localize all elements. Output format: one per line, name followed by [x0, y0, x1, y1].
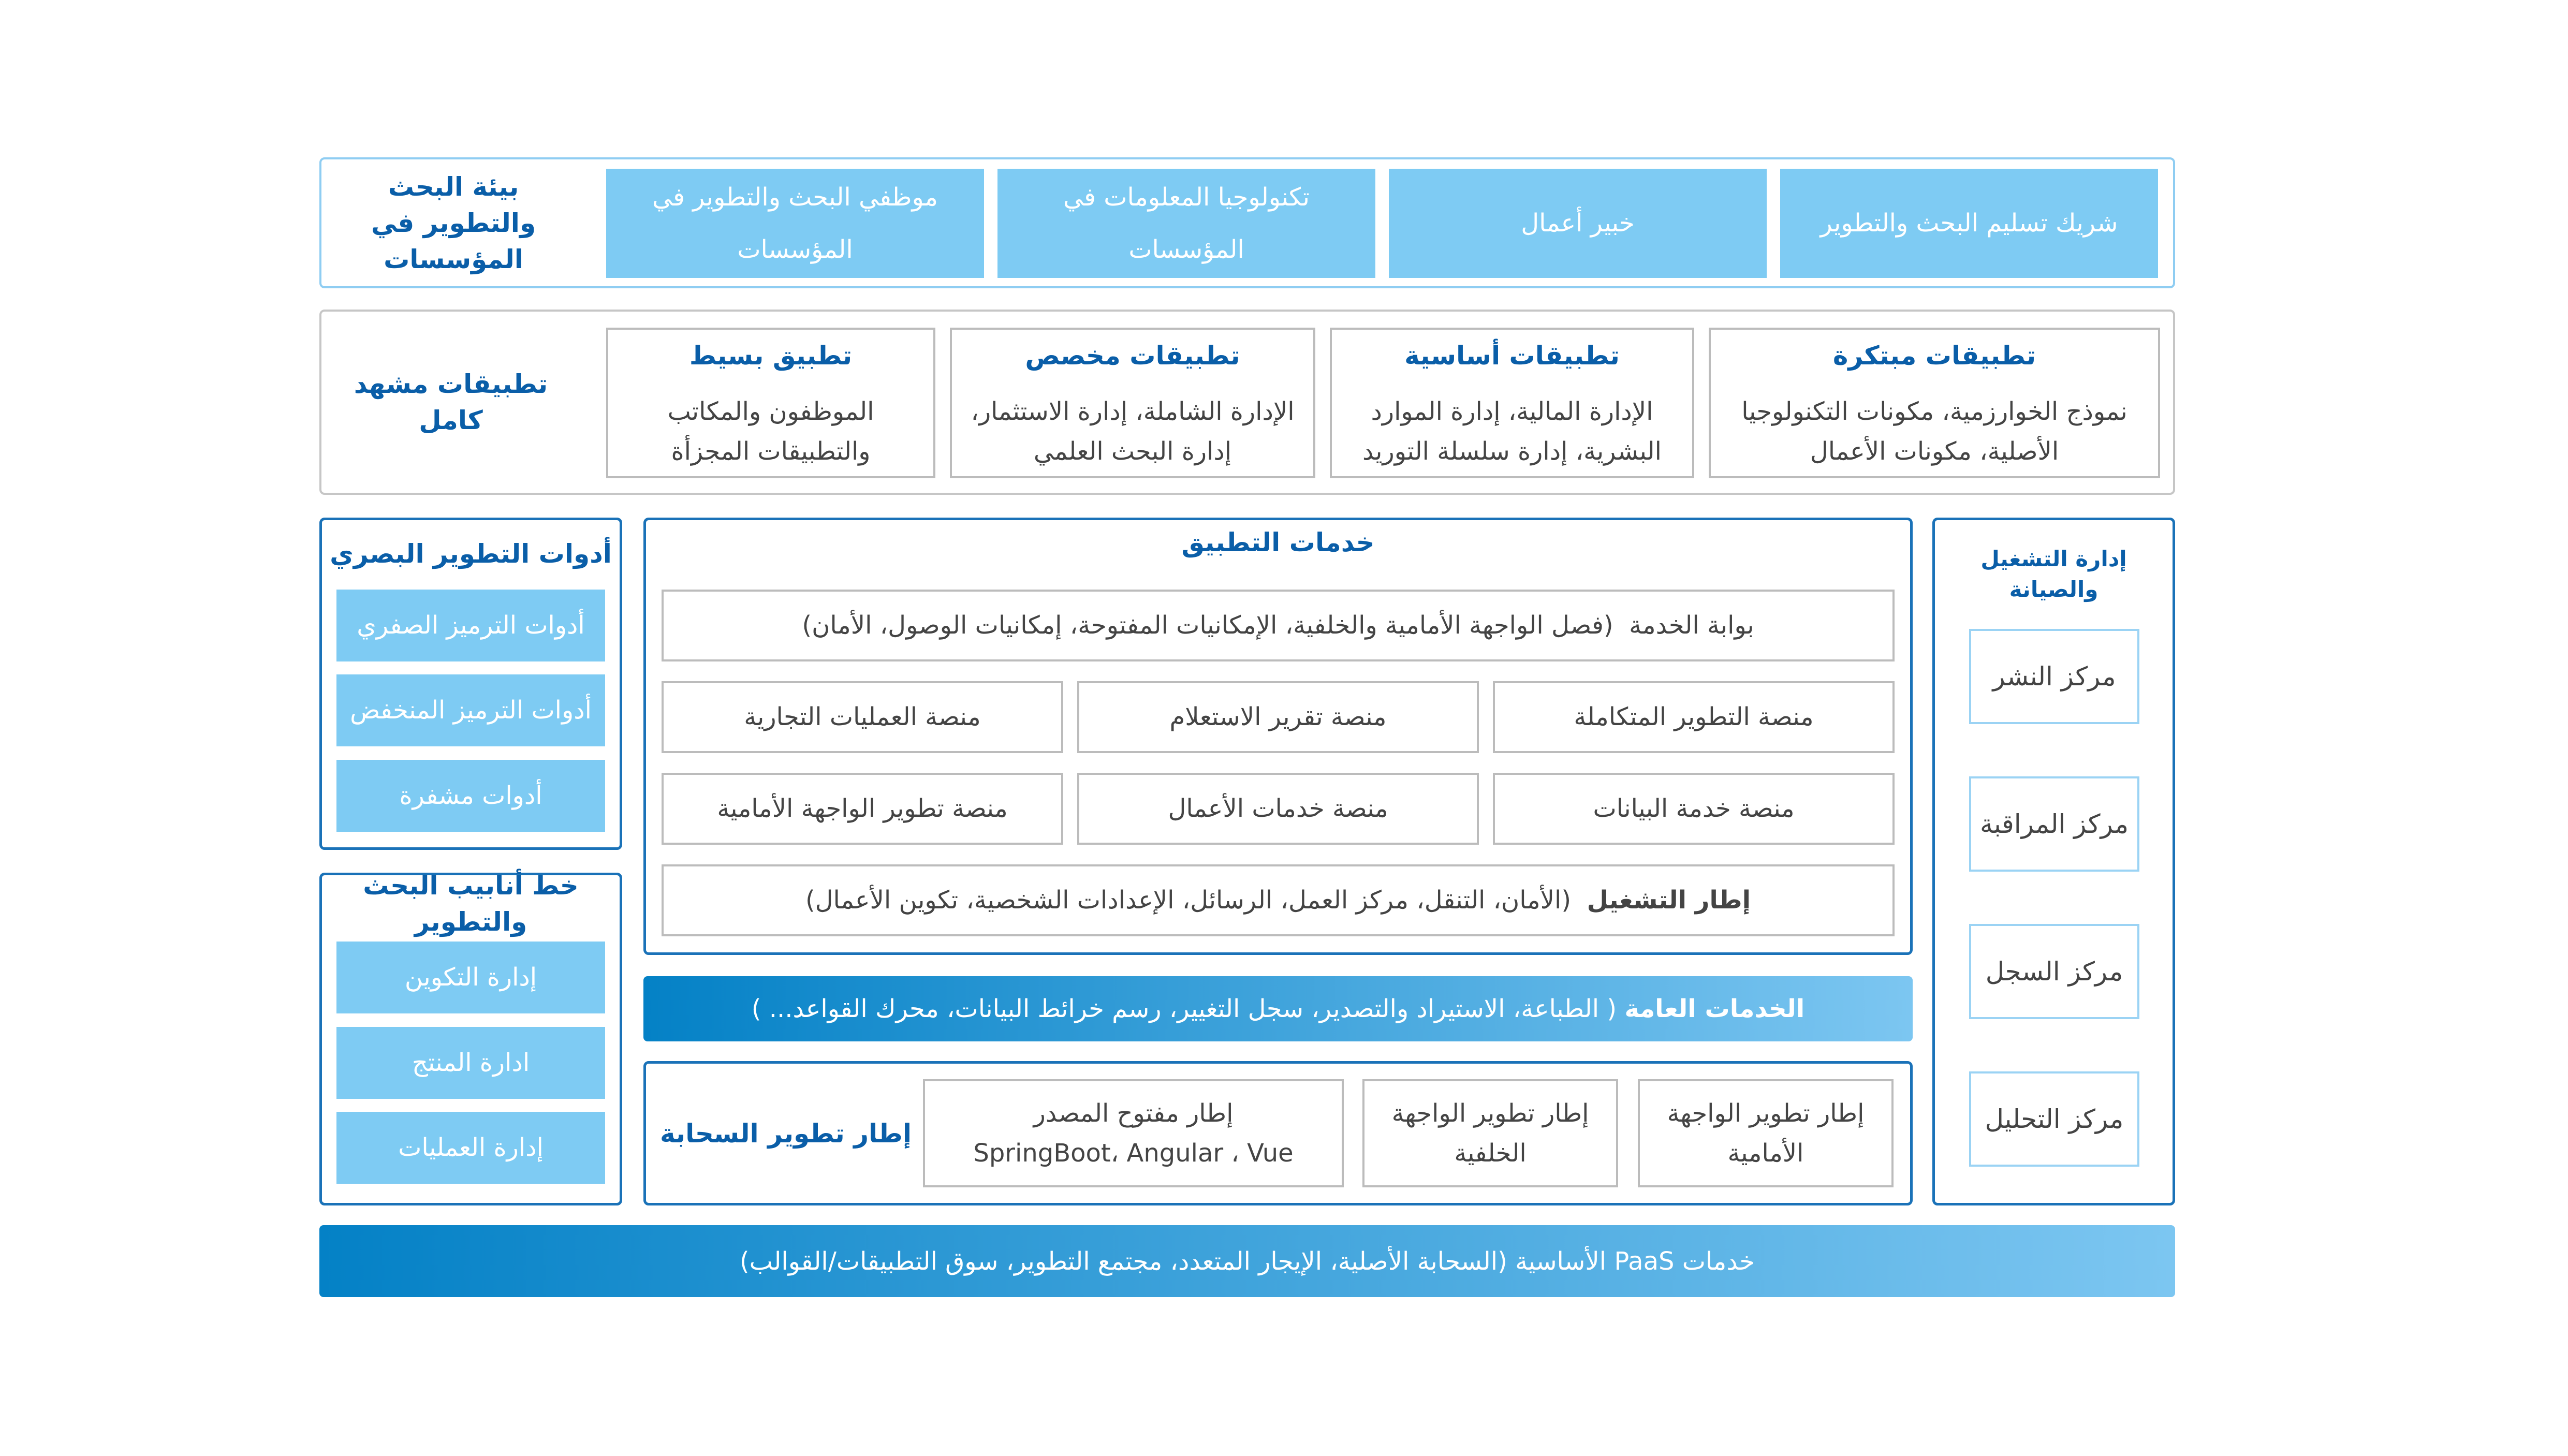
app-card-title: تطبيق بسيط — [689, 340, 853, 371]
enterprise-it-item: تكنولوجيا المعلومات في المؤسسات — [997, 169, 1375, 278]
rd-pipeline-panel: خط أنابيب البحث والتطوير إدارة التكوين ا… — [319, 871, 622, 1205]
deployment-center: مركز النشر — [1969, 629, 2139, 724]
app-services-panel: خدمات التطبيق بوابة الخدمة (فصل الواجهة … — [643, 518, 1913, 955]
rd-environment-panel: بيئة البحث والتطوير في المؤسسات موظفي ال… — [319, 157, 2175, 288]
runtime-name: إطار التشغيل — [1587, 886, 1751, 915]
line2: الخلفية — [1454, 1138, 1527, 1168]
cloud-framework-title: إطار تطوير السحابة — [660, 1118, 912, 1149]
app-card-innovative: تطبيقات مبتكرة نموذج الخوارزمية، مكونات ا… — [1709, 328, 2160, 478]
line1: إطار تطوير الواجهة — [1667, 1098, 1865, 1128]
app-card-desc: الإدارة الشاملة، إدارة الاستثمار، إدارة … — [971, 396, 1295, 466]
frontend-framework: إطار تطوير الواجهة الأمامية — [1638, 1079, 1894, 1187]
rd-pipeline-title: خط أنابيب البحث والتطوير — [363, 871, 579, 937]
full-scenario-apps-panel: تطبيقات مشهد كامل تطبيق بسيط الموظفون وال… — [319, 310, 2175, 495]
app-card-simple: تطبيق بسيط الموظفون والمكاتب والتطبيقات ا… — [606, 328, 935, 478]
common-services-bar: الخدمات العامة ( الطباعة، الاستيراد والت… — [643, 976, 1913, 1041]
paas-services-bar: خدمات PaaS الأساسية (السحابة الأصلية، ال… — [319, 1225, 2175, 1297]
rd-staff-item: موظفي البحث والتطوير في المؤسسات — [606, 169, 984, 278]
zero-code-tools: أدوات الترميز الصفري — [336, 590, 605, 661]
common-services-desc: ( الطباعة، الاستيراد والتصدير، سجل التغي… — [751, 994, 1617, 1023]
open-source-framework: إطار مفتوح المصدر SpringBoot، Angular ، V… — [923, 1079, 1344, 1187]
platform-business-service: منصة خدمات الأعمال — [1077, 773, 1479, 845]
line2: SpringBoot، Angular ، Vue — [973, 1138, 1294, 1168]
backend-framework: إطار تطوير الواجهة الخلفية — [1362, 1079, 1618, 1187]
visual-tools-title: أدوات التطوير البصري — [330, 539, 612, 569]
app-card-custom: تطبيقات مخصص الإدارة الشاملة، إدارة الاست… — [950, 328, 1315, 478]
rd-delivery-partner-item: شريك تسليم البحث والتطوير — [1780, 169, 2158, 278]
gateway-name: بوابة الخدمة — [1629, 611, 1754, 640]
operations-management: إدارة العمليات — [336, 1112, 605, 1184]
app-card-title: تطبيقات مبتكرة — [1832, 340, 2036, 371]
runtime-desc: (الأمان، التنقل، مركز العمل، الرسائل، ال… — [805, 886, 1572, 915]
product-management: ادارة المنتج — [336, 1027, 605, 1099]
visual-tools-panel: أدوات التطوير البصري أدوات الترميز الصفر… — [319, 518, 622, 850]
app-card-desc: الموظفون والمكاتب والتطبيقات المجزأة — [667, 396, 874, 466]
app-card-desc: نموذج الخوارزمية، مكونات التكنولوجيا الأ… — [1741, 396, 2127, 466]
platform-integrated-dev: منصة التطوير المتكاملة — [1493, 681, 1895, 753]
log-center: مركز السجل — [1969, 924, 2139, 1019]
ops-management-panel: إدارة التشغيل والصيانة مركز النشر مركز ا… — [1932, 518, 2175, 1205]
service-gateway: بوابة الخدمة (فصل الواجهة الأمامية والخل… — [662, 590, 1895, 661]
line1: إطار مفتوح المصدر — [1033, 1098, 1234, 1128]
config-management: إدارة التكوين — [336, 942, 605, 1013]
ops-management-title: إدارة التشغيل والصيانة — [1980, 546, 2127, 602]
analysis-center: مركز التحليل — [1969, 1071, 2139, 1167]
line1: إطار تطوير الواجهة — [1391, 1098, 1589, 1128]
cloud-framework-panel: إطار تطوير السحابة إطار تطوير الواجهة الأ… — [643, 1061, 1913, 1205]
app-card-title: تطبيقات أساسية — [1404, 340, 1620, 371]
line2: الأمامية — [1727, 1138, 1804, 1168]
platform-query-report: منصة تقرير الاستعلام — [1077, 681, 1479, 753]
full-scenario-apps-title: تطبيقات مشهد كامل — [354, 369, 548, 435]
coded-tools: أدوات مشفرة — [336, 760, 605, 832]
monitoring-center: مركز المراقبة — [1969, 776, 2139, 872]
business-expert-item: خبير أعمال — [1389, 169, 1767, 278]
platform-frontend-dev: منصة تطوير الواجهة الأمامية — [662, 773, 1063, 845]
runtime-framework: إطار التشغيل (الأمان، التنقل، مركز العمل… — [662, 864, 1895, 936]
common-services-name: الخدمات العامة — [1624, 994, 1805, 1023]
gateway-desc: (فصل الواجهة الأمامية والخلفية، الإمكاني… — [802, 611, 1613, 640]
app-card-title: تطبيقات مخصص — [1025, 340, 1240, 371]
app-card-core: تطبيقات أساسية الإدارة المالية، إدارة الم… — [1330, 328, 1694, 478]
app-services-title: خدمات التطبيق — [1181, 527, 1375, 557]
platform-business-ops: منصة العمليات التجارية — [662, 681, 1063, 753]
low-code-tools: أدوات الترميز المنخفض — [336, 674, 605, 746]
platform-data-service: منصة خدمة البيانات — [1493, 773, 1895, 845]
app-card-desc: الإدارة المالية، إدارة الموارد البشرية، … — [1362, 396, 1662, 466]
rd-environment-title: بيئة البحث والتطوير في المؤسسات — [371, 171, 536, 274]
